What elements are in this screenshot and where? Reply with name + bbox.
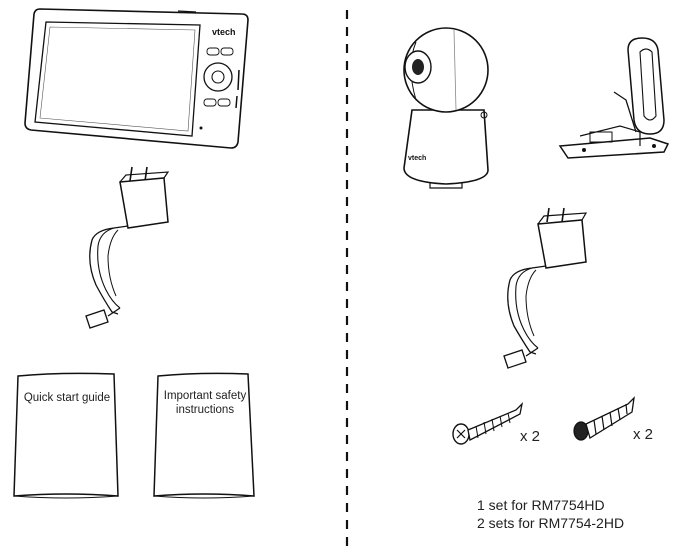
safety-instructions-label-1: Important safety [163,390,247,402]
quick-start-guide-label: Quick start guide [23,392,111,404]
monitor-brand-logo: vtech [212,27,236,37]
camera-brand-logo: vtech [408,155,426,162]
safety-instructions-label-2: instructions [175,404,235,416]
screw-quantity: x 2 [520,428,541,445]
set-count-line-2: 2 sets for RM7754-2HD [477,515,625,531]
anchor-quantity: x 2 [633,426,654,443]
set-count-line-1: 1 set for RM7754HD [477,497,605,513]
